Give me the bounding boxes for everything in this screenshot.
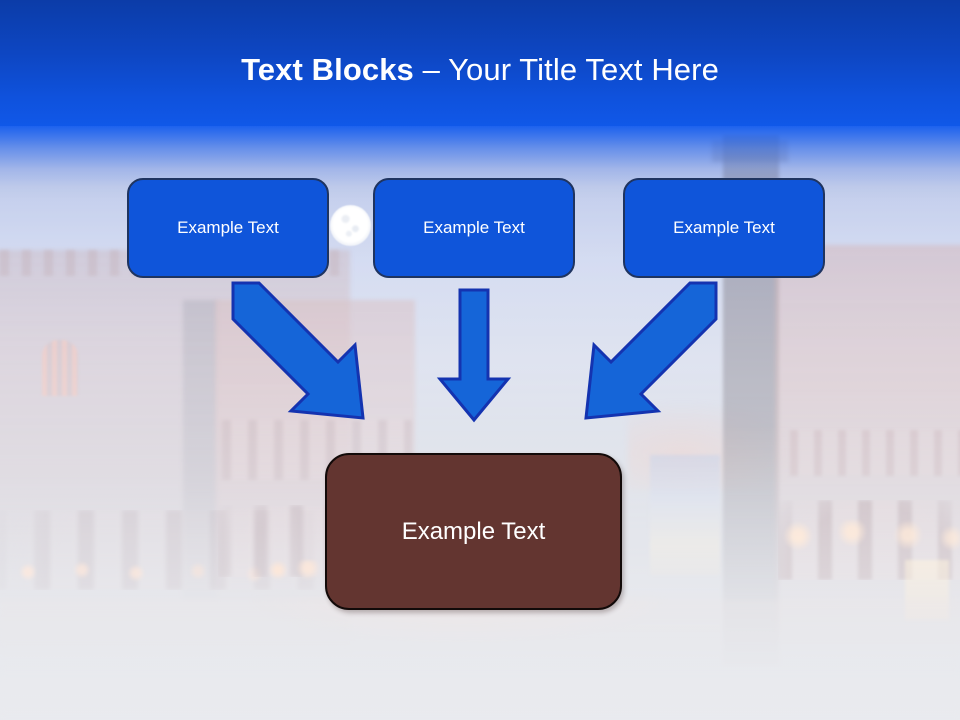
text-block-1[interactable]: Example Text (127, 178, 329, 278)
text-block-result-label: Example Text (401, 517, 546, 545)
text-block-result[interactable]: Example Text (325, 453, 622, 610)
header-band (0, 0, 960, 126)
page-title-separator: – (413, 52, 449, 87)
moon-icon (330, 205, 371, 246)
page-title: Text Blocks – Your Title Text Here (0, 50, 960, 90)
page-title-rest: Your Title Text Here (448, 52, 719, 87)
text-block-2[interactable]: Example Text (373, 178, 575, 278)
text-block-3[interactable]: Example Text (623, 178, 825, 278)
text-block-3-label: Example Text (673, 218, 775, 237)
page-title-bold: Text Blocks (241, 52, 414, 87)
text-block-2-label: Example Text (423, 218, 525, 237)
text-block-1-label: Example Text (177, 218, 279, 237)
